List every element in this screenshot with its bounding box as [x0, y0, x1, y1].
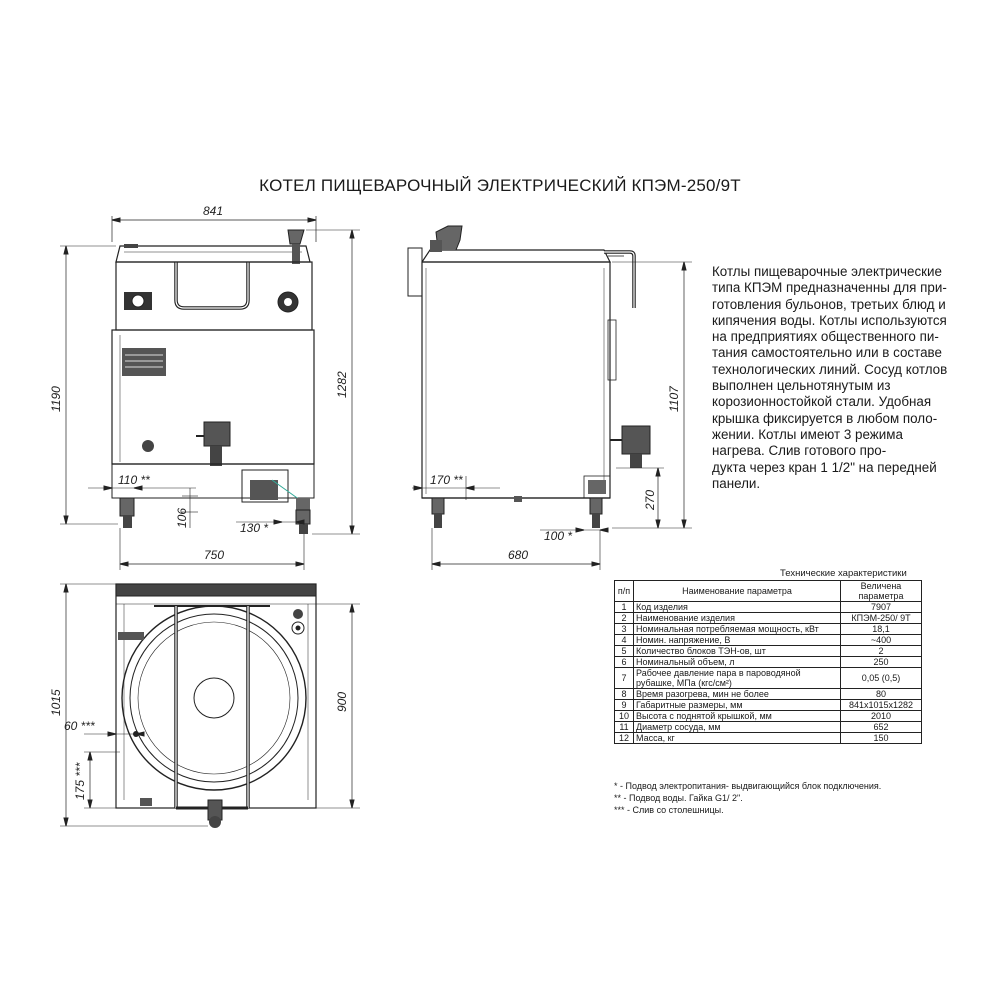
row-name: Габаритные размеры, мм	[633, 699, 841, 711]
top-view: 1015 900 60 *** 175 ***	[49, 583, 360, 828]
row-number: 1	[614, 601, 634, 613]
description-line: нагрева. Слив готового про-	[712, 443, 887, 459]
row-value: 80	[840, 688, 922, 700]
description-line: кипячения воды. Котлы используются	[712, 312, 947, 328]
dim-label: 1190	[49, 386, 63, 412]
specs-table: п/п Наименование параметра Величена пара…	[614, 580, 922, 744]
description-line: жении. Котлы имеют 3 режима	[712, 426, 903, 442]
row-value: 18,1	[840, 623, 922, 635]
dim-label: 100 *	[544, 529, 572, 543]
dim-label: 270	[643, 490, 657, 511]
description-line: выполнен цельнотянутым из	[712, 378, 891, 394]
row-value: 250	[840, 656, 922, 668]
description-line: тания самостоятельно или в составе	[712, 345, 942, 361]
row-name: Время разогрева, мин не более	[633, 688, 841, 700]
row-name: Номинальная потребляемая мощность, кВт	[633, 623, 841, 635]
dim-label: 900	[335, 692, 349, 712]
row-name: Высота с поднятой крышкой, мм	[633, 710, 841, 722]
dim-label: 1107	[667, 385, 681, 412]
dim-label: 750	[204, 548, 224, 562]
dim-label: 841	[203, 204, 223, 218]
row-number: 12	[614, 732, 634, 744]
row-value: 841x1015x1282	[840, 699, 922, 711]
description-line: технологических линий. Сосуд котлов	[712, 361, 948, 377]
dim-label: 1015	[49, 689, 63, 716]
dim-label: 60 ***	[64, 719, 95, 733]
dim-label: 680	[508, 548, 528, 562]
description-line: готовления бульонов, третьих блюд и	[712, 296, 946, 312]
row-name: Номин. напряжение, В	[633, 634, 841, 646]
row-value: 0,05 (0,5)	[840, 667, 922, 689]
dim-label: 106	[175, 508, 189, 528]
row-value: ~400	[840, 634, 922, 646]
description-line: типа КПЭМ предназначенны для при-	[712, 280, 947, 296]
row-name: Рабочее давление пара в пароводяной руба…	[633, 667, 841, 689]
description-line: панели.	[712, 475, 761, 491]
table-header: Величена параметра	[840, 580, 922, 602]
front-view: 841	[49, 204, 360, 570]
description-line: на предприятиях общественного пи-	[712, 329, 939, 345]
footnote: *** - Слив со столешницы.	[614, 805, 724, 815]
row-number: 4	[614, 634, 634, 646]
specs-caption: Технические характеристики	[780, 568, 907, 579]
product-description: Котлы пищеварочные электрические типа КП…	[712, 264, 974, 492]
row-number: 6	[614, 656, 634, 668]
row-number: 9	[614, 699, 634, 711]
footnote: ** - Подвод воды. Гайка G1/ 2".	[614, 793, 743, 803]
row-name: Количество блоков ТЭН-ов, шт	[633, 645, 841, 657]
row-value: 7907	[840, 601, 922, 613]
side-view: 1107 270 170 ** 100 * 680	[407, 225, 692, 570]
table-header: Наименование параметра	[633, 580, 841, 602]
footnote: * - Подвод электропитания- выдвигающийся…	[614, 781, 882, 791]
dim-label: 175 ***	[73, 762, 87, 800]
row-name: Наименование изделия	[633, 612, 841, 624]
row-value: КПЭМ-250/ 9Т	[840, 612, 922, 624]
description-line: дукта через кран 1 1/2" на передней	[712, 459, 937, 475]
row-name: Номинальный объем, л	[633, 656, 841, 668]
row-name: Код изделия	[633, 601, 841, 613]
row-number: 11	[614, 721, 634, 733]
row-value: 652	[840, 721, 922, 733]
row-number: 10	[614, 710, 634, 722]
description-line: корозионностойкой стали. Удобная	[712, 394, 932, 410]
row-number: 2	[614, 612, 634, 624]
dim-label: 110 **	[118, 473, 150, 487]
row-name: Диаметр сосуда, мм	[633, 721, 841, 733]
row-value: 2010	[840, 710, 922, 722]
row-number: 5	[614, 645, 634, 657]
footnotes: * - Подвод электропитания- выдвигающийся…	[614, 780, 881, 816]
row-value: 2	[840, 645, 922, 657]
row-number: 3	[614, 623, 634, 635]
table-header-row: п/п Наименование параметра Величена пара…	[614, 580, 922, 602]
row-number: 7	[614, 667, 634, 689]
row-name: Масса, кг	[633, 732, 841, 744]
description-line: крышка фиксируется в любом поло-	[712, 410, 938, 426]
table-header: п/п	[614, 580, 634, 602]
description-line: Котлы пищеварочные электрические	[712, 264, 942, 279]
row-value: 150	[840, 732, 922, 744]
dim-label: 130 *	[240, 521, 268, 535]
dim-label: 1282	[335, 371, 349, 398]
page-title: КОТЕЛ ПИЩЕВАРОЧНЫЙ ЭЛЕКТРИЧЕСКИЙ КПЭМ-25…	[259, 176, 741, 195]
row-number: 8	[614, 688, 634, 700]
dim-label: 170 **	[430, 473, 463, 487]
